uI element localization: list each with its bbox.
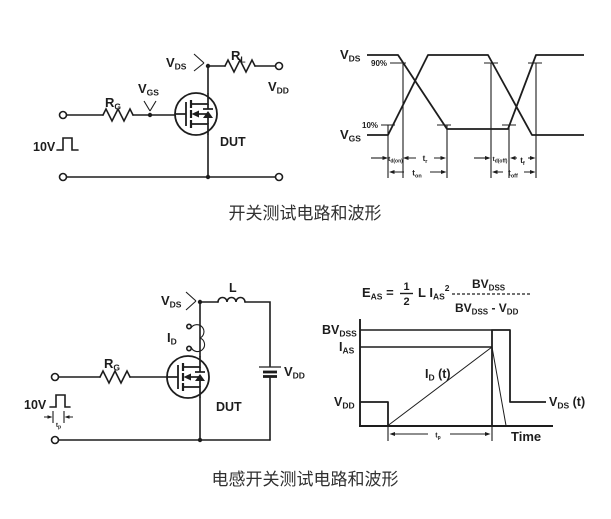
pulse-icon xyxy=(49,394,71,408)
l-label: L xyxy=(229,281,237,295)
switching-test-circuit: 10V RG VGS VDS RL VDD DUT xyxy=(33,48,289,182)
rg-label: RG xyxy=(105,95,121,112)
rl-label: RL xyxy=(231,48,246,65)
dut-label: DUT xyxy=(216,400,242,414)
resistor-rg xyxy=(102,107,134,123)
dut-label: DUT xyxy=(220,135,246,149)
inductive-waveform: EAS = 1 2 L IAS2 BVDSS BVDSS - VDD BVDSS… xyxy=(322,277,585,444)
vgs-label: VGS xyxy=(138,81,159,98)
vds-trace xyxy=(367,54,584,130)
input-terminal xyxy=(58,110,68,120)
eq-num: BVDSS xyxy=(472,277,506,293)
arrow-icon xyxy=(441,170,447,174)
vgs-axis-label: VGS xyxy=(340,127,361,144)
plot-axes xyxy=(359,319,553,427)
vds-trace-start xyxy=(360,401,389,426)
switching-waveform: VDS VGS 90% 10% td(on) tr ton td(off) tf… xyxy=(340,47,584,179)
vds-label: VDS xyxy=(166,55,187,72)
time-label: Time xyxy=(511,429,541,444)
tp-label: tp xyxy=(435,433,440,442)
vdd-label: VDD xyxy=(268,79,289,96)
gate-node xyxy=(147,112,153,118)
id-ramp xyxy=(387,346,507,426)
mosfet-dut xyxy=(165,354,211,400)
tr-label: tr xyxy=(423,154,429,165)
arrow-icon xyxy=(47,415,53,419)
arrow-icon xyxy=(492,170,498,174)
eq-den: BVDSS - VDD xyxy=(455,301,519,317)
ground-node xyxy=(205,174,211,180)
input-terminal xyxy=(50,372,60,382)
eq-coef: L IAS2 xyxy=(418,283,450,302)
toff-label: toff xyxy=(508,169,518,180)
vds-probe-icon xyxy=(185,291,197,311)
ton-label: ton xyxy=(412,169,422,180)
td-on-label: td(on) xyxy=(388,156,403,165)
pulse-label: 10V xyxy=(33,140,56,154)
arrow-icon xyxy=(389,170,395,174)
measure-lines xyxy=(387,427,493,441)
pct10-label: 10% xyxy=(362,121,378,130)
vgs-trace xyxy=(367,54,584,136)
id-label: ID xyxy=(167,330,177,347)
pulse-label: 10V xyxy=(24,398,47,412)
arrow-icon xyxy=(485,432,491,436)
td-off-label: td(off) xyxy=(493,156,508,165)
eq-lhs: EAS = xyxy=(362,285,394,302)
arrow-icon xyxy=(382,156,388,160)
id-t-label: ID (t) xyxy=(425,367,451,383)
arrow-icon xyxy=(530,156,536,160)
caption-switching: 开关测试电路和波形 xyxy=(229,204,382,223)
vds-axis-label: VDS xyxy=(340,47,361,64)
ground-terminal xyxy=(58,172,68,182)
resistor-rg xyxy=(99,369,131,385)
battery-vdd xyxy=(259,366,281,378)
vdd-label: VDD xyxy=(334,395,355,411)
arrow-icon xyxy=(440,156,446,160)
resistor-rl xyxy=(224,58,256,74)
arrow-icon xyxy=(510,156,516,160)
measure-lines xyxy=(387,63,537,178)
vds-trace-spike xyxy=(491,329,546,426)
vds-probe-icon xyxy=(193,53,205,72)
vgs-probe-icon xyxy=(143,100,157,112)
ground-terminal xyxy=(50,435,60,445)
level-ticks xyxy=(381,62,542,126)
mosfet-dut xyxy=(173,91,219,137)
vds-t-label: VDS (t) xyxy=(549,395,585,411)
eas-equation: EAS = 1 2 L IAS2 BVDSS BVDSS - VDD xyxy=(362,277,530,317)
tf-label: tf xyxy=(520,156,525,167)
eq-half-num: 1 xyxy=(403,281,409,293)
arrow-icon xyxy=(485,156,491,160)
pulse-icon xyxy=(56,137,79,151)
eq-half-den: 2 xyxy=(403,296,409,308)
inductor-l xyxy=(217,296,246,303)
ground-terminal xyxy=(274,172,284,182)
tp-label: tp xyxy=(56,422,61,431)
arrow-icon xyxy=(64,415,70,419)
pct90-label: 90% xyxy=(371,59,387,68)
inductive-test-circuit: 10V tp RG VDS ID L VDD DUT xyxy=(24,281,305,445)
bvdss-label: BVDSS xyxy=(322,323,357,339)
ias-label: IAS xyxy=(339,340,355,356)
arrow-icon xyxy=(389,432,395,436)
arrow-icon xyxy=(403,156,409,160)
caption-inductive: 电感开关测试电路和波形 xyxy=(212,470,399,489)
arrow-icon xyxy=(530,170,536,174)
vdd-label: VDD xyxy=(284,364,305,381)
measure-lines xyxy=(52,411,65,423)
rg-label: RG xyxy=(104,356,120,373)
supply-wire xyxy=(244,301,271,367)
current-probe-icon xyxy=(186,323,206,353)
vdd-terminal xyxy=(274,61,284,71)
vds-label: VDS xyxy=(161,293,182,310)
